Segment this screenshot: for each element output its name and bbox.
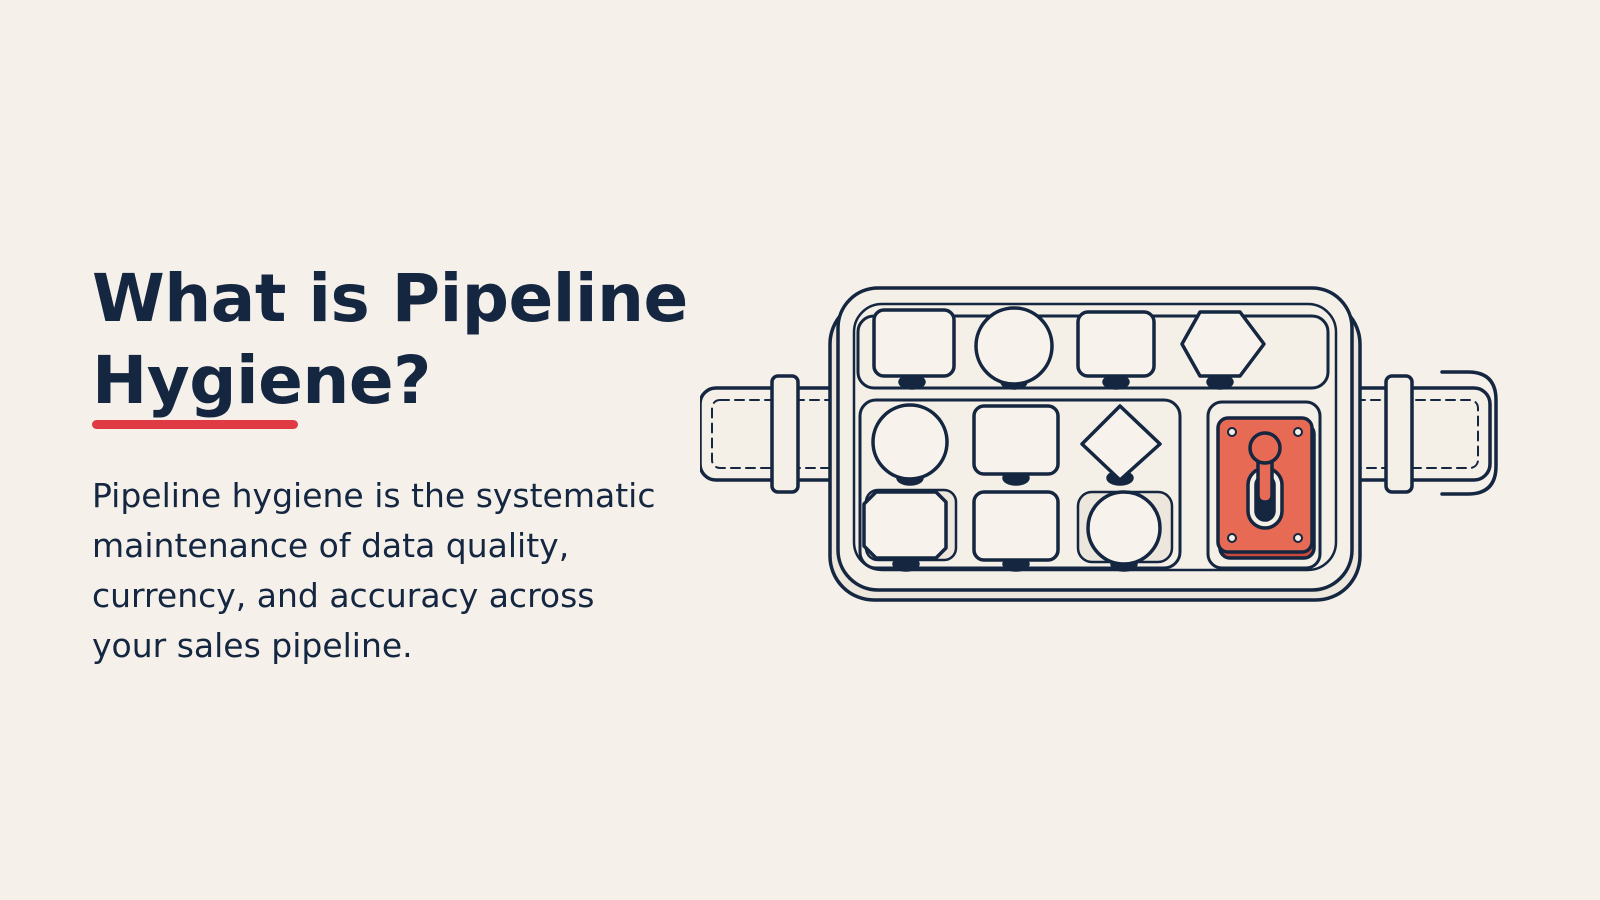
title-line-1: What is Pipeline: [92, 260, 688, 337]
bottom-row-pieces: [862, 488, 1174, 572]
title-line-2: Hygiene?: [92, 342, 431, 419]
middle-row-pieces: [871, 403, 1162, 486]
right-strap-icon: [1338, 370, 1498, 496]
title-underline: [92, 420, 298, 429]
page-title: What is Pipeline Hygiene?: [92, 258, 692, 422]
organizer-tray-icon: [700, 286, 1498, 602]
toggle-switch-icon: [1216, 416, 1316, 560]
body-paragraph: Pipeline hygiene is the systematic maint…: [92, 476, 656, 665]
left-strap-icon: [700, 374, 852, 494]
top-row-pieces: [872, 306, 1266, 390]
text-column: What is Pipeline Hygiene? Pipeline hygie…: [92, 258, 692, 671]
